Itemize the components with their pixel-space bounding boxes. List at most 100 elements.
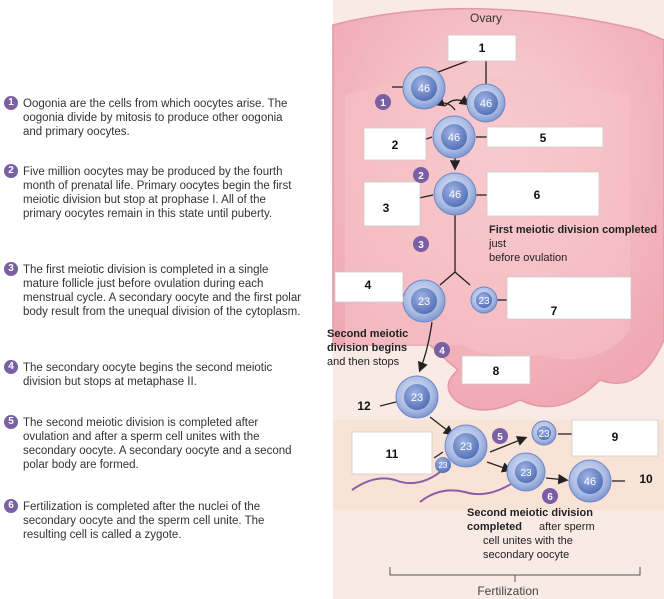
label-box-8[interactable] — [461, 355, 531, 385]
step-6: 6 Fertilization is completed after the n… — [4, 499, 304, 542]
marker-5: 5 — [492, 428, 508, 444]
chromosome-count: 23 — [460, 441, 472, 453]
secondary-oocyte-cell: 23 — [402, 279, 446, 323]
chromosome-count: 46 — [448, 132, 460, 144]
marker-number: 5 — [497, 432, 503, 443]
sperm-nucleus: 23 — [435, 457, 451, 473]
first-division-annotation-line3: before ovulation — [489, 252, 567, 264]
label-box-3[interactable] — [363, 181, 421, 227]
chromosome-count: 23 — [411, 392, 423, 404]
label-number: 4 — [365, 278, 372, 292]
step-number-badge: 1 — [4, 96, 18, 110]
label-number: 5 — [540, 131, 547, 145]
step-text: The first meiotic division is completed … — [23, 264, 302, 318]
oogonium-cell: 46 — [466, 83, 506, 123]
marker-number: 2 — [418, 171, 424, 182]
second-completed-line2-rest: after sperm — [539, 521, 595, 533]
step-5: 5 The second meiotic division is complet… — [4, 415, 304, 472]
primary-oocyte-cell: 46 — [433, 172, 477, 216]
fertilization-label: Fertilization — [477, 584, 538, 598]
label-box-7[interactable] — [506, 276, 632, 320]
label-box-5[interactable] — [486, 126, 604, 148]
chromosome-count: 23 — [418, 296, 430, 308]
marker-2: 2 — [413, 167, 429, 183]
sperm-tail — [419, 477, 521, 503]
step-number-badge: 2 — [4, 164, 18, 178]
first-division-annotation-line2: just — [488, 238, 506, 250]
label-number: 9 — [612, 430, 619, 444]
marker-number: 6 — [547, 492, 553, 503]
chromosome-count: 46 — [449, 189, 461, 201]
marker-6: 6 — [542, 488, 558, 504]
split-arrow — [439, 271, 456, 286]
arrow — [418, 321, 433, 373]
connector — [432, 59, 471, 75]
chromosome-count: 23 — [538, 429, 550, 440]
split-arrow — [454, 271, 471, 286]
second-completed-line3: cell unites with the — [483, 535, 573, 547]
label-box-1[interactable] — [447, 34, 517, 62]
step-text: Oogonia are the cells from which oocytes… — [23, 98, 288, 138]
label-box-9[interactable] — [571, 419, 659, 457]
leader-line — [433, 451, 444, 459]
second-polar-body: 23 — [531, 420, 557, 446]
arrow — [429, 416, 455, 436]
oogonium-cell: 46 — [402, 66, 446, 110]
step-number-badge: 3 — [4, 262, 18, 276]
chromosome-count: 23 — [478, 296, 490, 307]
step-number-badge: 4 — [4, 360, 18, 374]
second-begins-line1: Second meiotic — [327, 328, 408, 340]
first-division-annotation: First meiotic division completed — [489, 224, 657, 236]
step-text: Five million oocytes may be produced by … — [23, 166, 292, 220]
second-completed-line4: secondary oocyte — [483, 549, 569, 561]
label-number: 12 — [357, 399, 371, 413]
marker-number: 4 — [439, 346, 445, 357]
step-number-badge: 5 — [4, 415, 18, 429]
marker-4: 4 — [434, 342, 450, 358]
arrow — [545, 474, 569, 485]
fertilized-oocyte-cell: 23 — [506, 452, 546, 492]
mitosis-arrow — [444, 95, 471, 107]
step-4: 4 The secondary oocyte begins the second… — [4, 360, 304, 389]
label-number: 8 — [493, 364, 500, 378]
label-number: 2 — [392, 138, 399, 152]
step-1: 1 Oogonia are the cells from which oocyt… — [4, 96, 304, 139]
chromosome-count: 46 — [418, 83, 430, 95]
chromosome-count: 46 — [480, 98, 492, 110]
second-completed-line1: Second meiotic division — [467, 507, 593, 519]
step-number-badge: 6 — [4, 499, 18, 513]
oogonium-cell: 46 — [432, 115, 476, 159]
marker-1: 1 — [375, 94, 391, 110]
label-number: 11 — [386, 447, 399, 461]
first-polar-body: 23 — [470, 286, 498, 314]
step-3: 3 The first meiotic division is complete… — [4, 262, 304, 319]
chromosome-count: 46 — [584, 476, 596, 488]
label-box-11[interactable] — [351, 431, 433, 475]
step-text: The secondary oocyte begins the second m… — [23, 362, 273, 388]
label-number: 3 — [383, 201, 390, 215]
step-text: The second meiotic division is completed… — [23, 417, 292, 471]
step-text: Fertilization is completed after the nuc… — [23, 501, 265, 541]
second-completed-line2: completed — [467, 521, 522, 533]
label-number: 10 — [639, 472, 653, 486]
leader-line — [379, 401, 397, 407]
second-begins-line3: and then stops — [327, 356, 400, 368]
label-number: 6 — [534, 188, 541, 202]
step-2: 2 Five million oocytes may be produced b… — [4, 164, 304, 221]
label-box-4[interactable] — [334, 271, 404, 303]
arrow — [486, 461, 513, 473]
label-number: 1 — [479, 41, 486, 55]
ovary-label: Ovary — [470, 11, 502, 25]
arrow — [489, 436, 528, 453]
marker-3: 3 — [413, 236, 429, 252]
sperm-tail — [351, 467, 446, 491]
zygote-cell: 46 — [568, 459, 612, 503]
label-number: 7 — [551, 304, 558, 318]
ovulated-oocyte-cell: 23 — [395, 375, 439, 419]
label-box-2[interactable] — [363, 127, 427, 161]
marker-number: 3 — [418, 240, 424, 251]
label-box-6[interactable] — [486, 171, 600, 217]
marker-number: 1 — [380, 98, 386, 109]
chromosome-count: 23 — [439, 461, 448, 470]
